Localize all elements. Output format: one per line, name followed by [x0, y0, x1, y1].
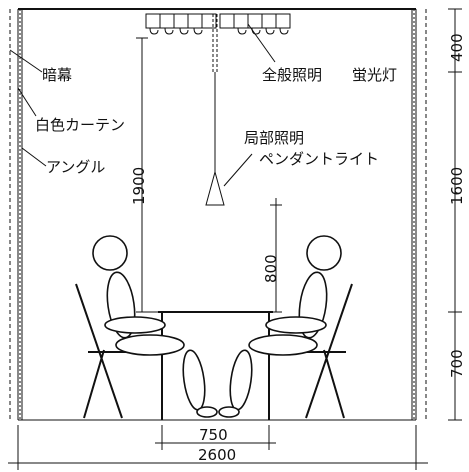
dim-room-width-text: 2600 — [198, 446, 236, 464]
person-right — [218, 235, 353, 419]
label-pendant: ペンダントライト — [259, 150, 379, 168]
dim-pendant-height-text: 1900 — [130, 167, 148, 205]
dim-table-width-text: 750 — [199, 426, 228, 444]
fluorescent-fixtures — [145, 13, 291, 72]
room-walls — [9, 8, 427, 421]
label-local-light: 局部照明 — [244, 129, 304, 147]
dimension-right-stack — [448, 8, 462, 421]
dim-middle-zone-text: 1600 — [448, 167, 466, 205]
label-fluorescent: 蛍光灯 — [352, 66, 397, 84]
dim-floor-zone-text: 700 — [448, 349, 466, 378]
table — [158, 311, 273, 420]
dimension-table-width — [155, 425, 276, 450]
dim-ceiling-zone-text: 400 — [448, 33, 466, 62]
label-angle: アングル — [46, 158, 105, 176]
label-general-light: 全般照明 — [262, 66, 322, 84]
dim-table-lamp-text: 800 — [262, 254, 280, 283]
dimension-pendant-height — [136, 37, 162, 313]
label-white-curtain: 白色カーテン — [35, 116, 125, 134]
leader-lines — [9, 23, 276, 187]
pendant-light — [205, 72, 225, 206]
dimension-room-width — [8, 425, 428, 470]
person-left — [75, 235, 218, 419]
label-blackout: 暗幕 — [42, 66, 72, 84]
